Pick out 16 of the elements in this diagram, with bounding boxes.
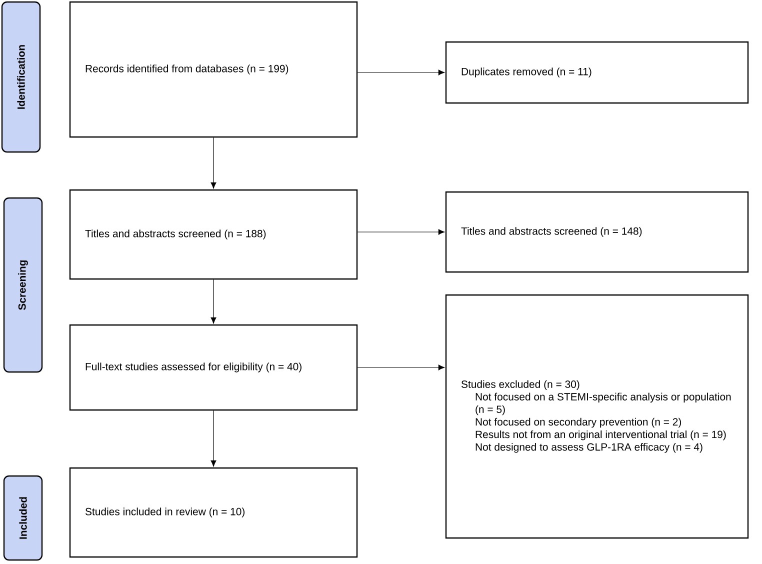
arrow <box>210 137 216 189</box>
process-box: Titles and abstracts screened (n = 148) <box>445 191 749 273</box>
arrow <box>210 279 216 324</box>
stage-band: Included <box>3 475 43 561</box>
arrow <box>357 364 445 370</box>
process-box: Studies excluded (n = 30) Not focused on a STEMI-specific analysis or population (n = 5) Not focused on secondary prevention (n = 2) Results not from an original interventional trial (n = 19) Not designed to assess GLP-1RA efficacy (n = 4) <box>445 294 749 539</box>
process-box: Records identified from databases (n = 199) <box>69 1 358 138</box>
arrow <box>357 229 445 235</box>
stage-band: Screening <box>3 197 43 373</box>
process-box: Studies included in review (n = 10) <box>69 467 358 558</box>
process-box: Duplicates removed (n = 11) <box>445 41 749 104</box>
stage-band: Identification <box>1 1 41 153</box>
arrow <box>210 410 216 467</box>
arrow <box>357 70 445 76</box>
process-box: Full-text studies assessed for eligibility (n = 40) <box>69 324 358 411</box>
process-box: Titles and abstracts screened (n = 188) <box>69 189 358 280</box>
